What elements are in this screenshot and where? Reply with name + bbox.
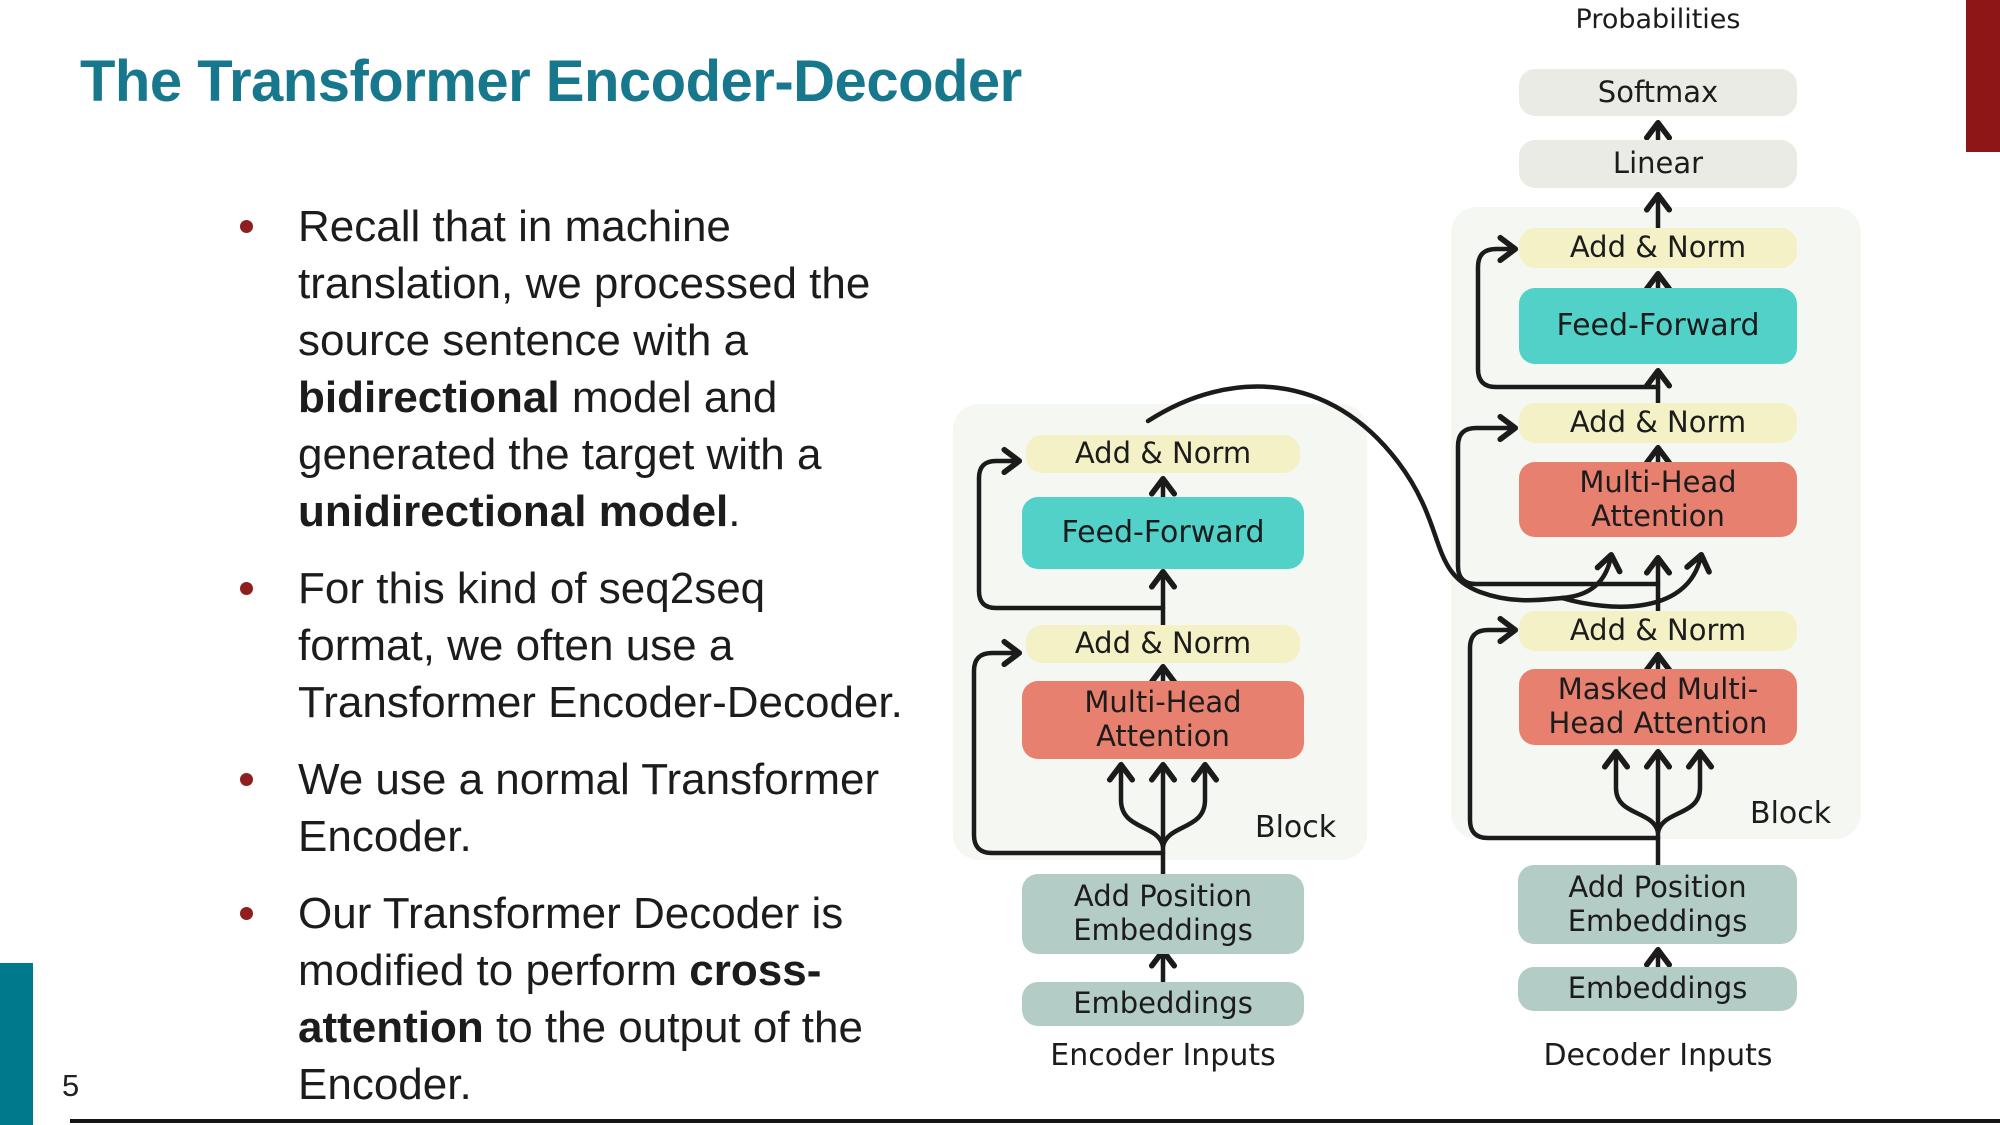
bullet-segment: . [728, 487, 741, 536]
encoder-block-label: Block [1255, 810, 1337, 845]
bullet-segment: Our Transformer Decoder is modified to p… [298, 889, 844, 995]
encoder-multi-head-attention-box: Multi-Head Attention [1022, 681, 1304, 759]
bullet-item-3: We use a normal Transformer Encoder. [240, 751, 920, 865]
bullet-segment: model and generated the target with a [298, 373, 822, 479]
decoder-inputs-label: Decoder Inputs [1543, 1038, 1773, 1073]
bullet-segment-bold: cross- attention [298, 946, 822, 1052]
bullet-marker [240, 907, 253, 920]
bullet-segment: to the output of the Encoder. [298, 1003, 863, 1109]
dec-residual-3 [1475, 234, 1661, 390]
decoder-masked-multi-head-attention-box: Masked Multi- Head Attention [1519, 669, 1797, 745]
bullet-segment: For this kind of seq2seq format, we ofte… [298, 564, 903, 727]
softmax-box: Softmax [1519, 69, 1797, 116]
decoder-add-norm-2-box: Add & Norm [1519, 403, 1797, 443]
dec-residual-1 [1467, 615, 1661, 841]
dec-trident-right [1655, 748, 1715, 835]
bullet-marker [240, 773, 253, 786]
bullet-item-2: For this kind of seq2seq format, we ofte… [240, 560, 920, 731]
bullet-segment: We use a normal Transformer Encoder. [298, 755, 880, 861]
decoder-embeddings-box: Embeddings [1518, 967, 1797, 1011]
probabilities-label: Probabilities [1575, 4, 1741, 35]
cross-attention-key-arrow [1559, 551, 1623, 601]
bullet-item-4: Our Transformer Decoder is modified to p… [240, 885, 920, 1113]
linear-box: Linear [1519, 140, 1797, 188]
encoder-add-position-embeddings-box: Add Position Embeddings [1022, 874, 1304, 954]
bullet-list: Recall that in machine translation, we p… [240, 198, 920, 1125]
enc-trident-right [1160, 761, 1220, 849]
bullet-text: We use a normal Transformer Encoder. [298, 751, 879, 865]
bullet-segment-bold: unidirectional model [298, 487, 729, 536]
page-title: The Transformer Encoder-Decoder [80, 49, 1022, 114]
bottom-rule [70, 1119, 2000, 1123]
left-accent-bar [0, 963, 33, 1125]
cross-attention-value-arrow [1559, 551, 1712, 609]
encoder-add-norm-2-box: Add & Norm [1026, 435, 1300, 473]
enc-trident-left [1106, 761, 1166, 849]
encoder-inputs-label: Encoder Inputs [1050, 1038, 1276, 1073]
bullet-marker [240, 220, 253, 233]
page-number: 5 [62, 1068, 80, 1103]
decoder-add-position-embeddings-box: Add Position Embeddings [1518, 865, 1797, 944]
bullet-segment-bold: bidirectional [298, 373, 560, 422]
decoder-multi-head-attention-box: Multi-Head Attention [1519, 462, 1797, 537]
bullet-segment: Recall that in machine translation, we p… [298, 202, 871, 365]
encoder-feed-forward-box: Feed-Forward [1022, 497, 1304, 569]
bullet-marker [240, 582, 253, 595]
bullet-item-1: Recall that in machine translation, we p… [240, 198, 920, 540]
corner-accent-bar [1966, 0, 2000, 152]
bullet-text: For this kind of seq2seq format, we ofte… [298, 560, 903, 731]
cross-attention-curve [1145, 384, 1565, 603]
dec-trident-left [1601, 748, 1661, 835]
decoder-add-norm-3-box: Add & Norm [1519, 228, 1797, 268]
bullet-text: Recall that in machine translation, we p… [298, 198, 870, 540]
enc-residual-2 [976, 446, 1166, 611]
dec-residual-2 [1455, 413, 1661, 587]
decoder-feed-forward-box: Feed-Forward [1519, 288, 1797, 364]
encoder-add-norm-1-box: Add & Norm [1026, 625, 1300, 663]
enc-residual-1 [971, 638, 1166, 856]
encoder-embeddings-box: Embeddings [1022, 982, 1304, 1026]
decoder-add-norm-1-box: Add & Norm [1519, 611, 1797, 651]
decoder-block-label: Block [1750, 796, 1832, 831]
bullet-text: Our Transformer Decoder is modified to p… [298, 885, 863, 1113]
